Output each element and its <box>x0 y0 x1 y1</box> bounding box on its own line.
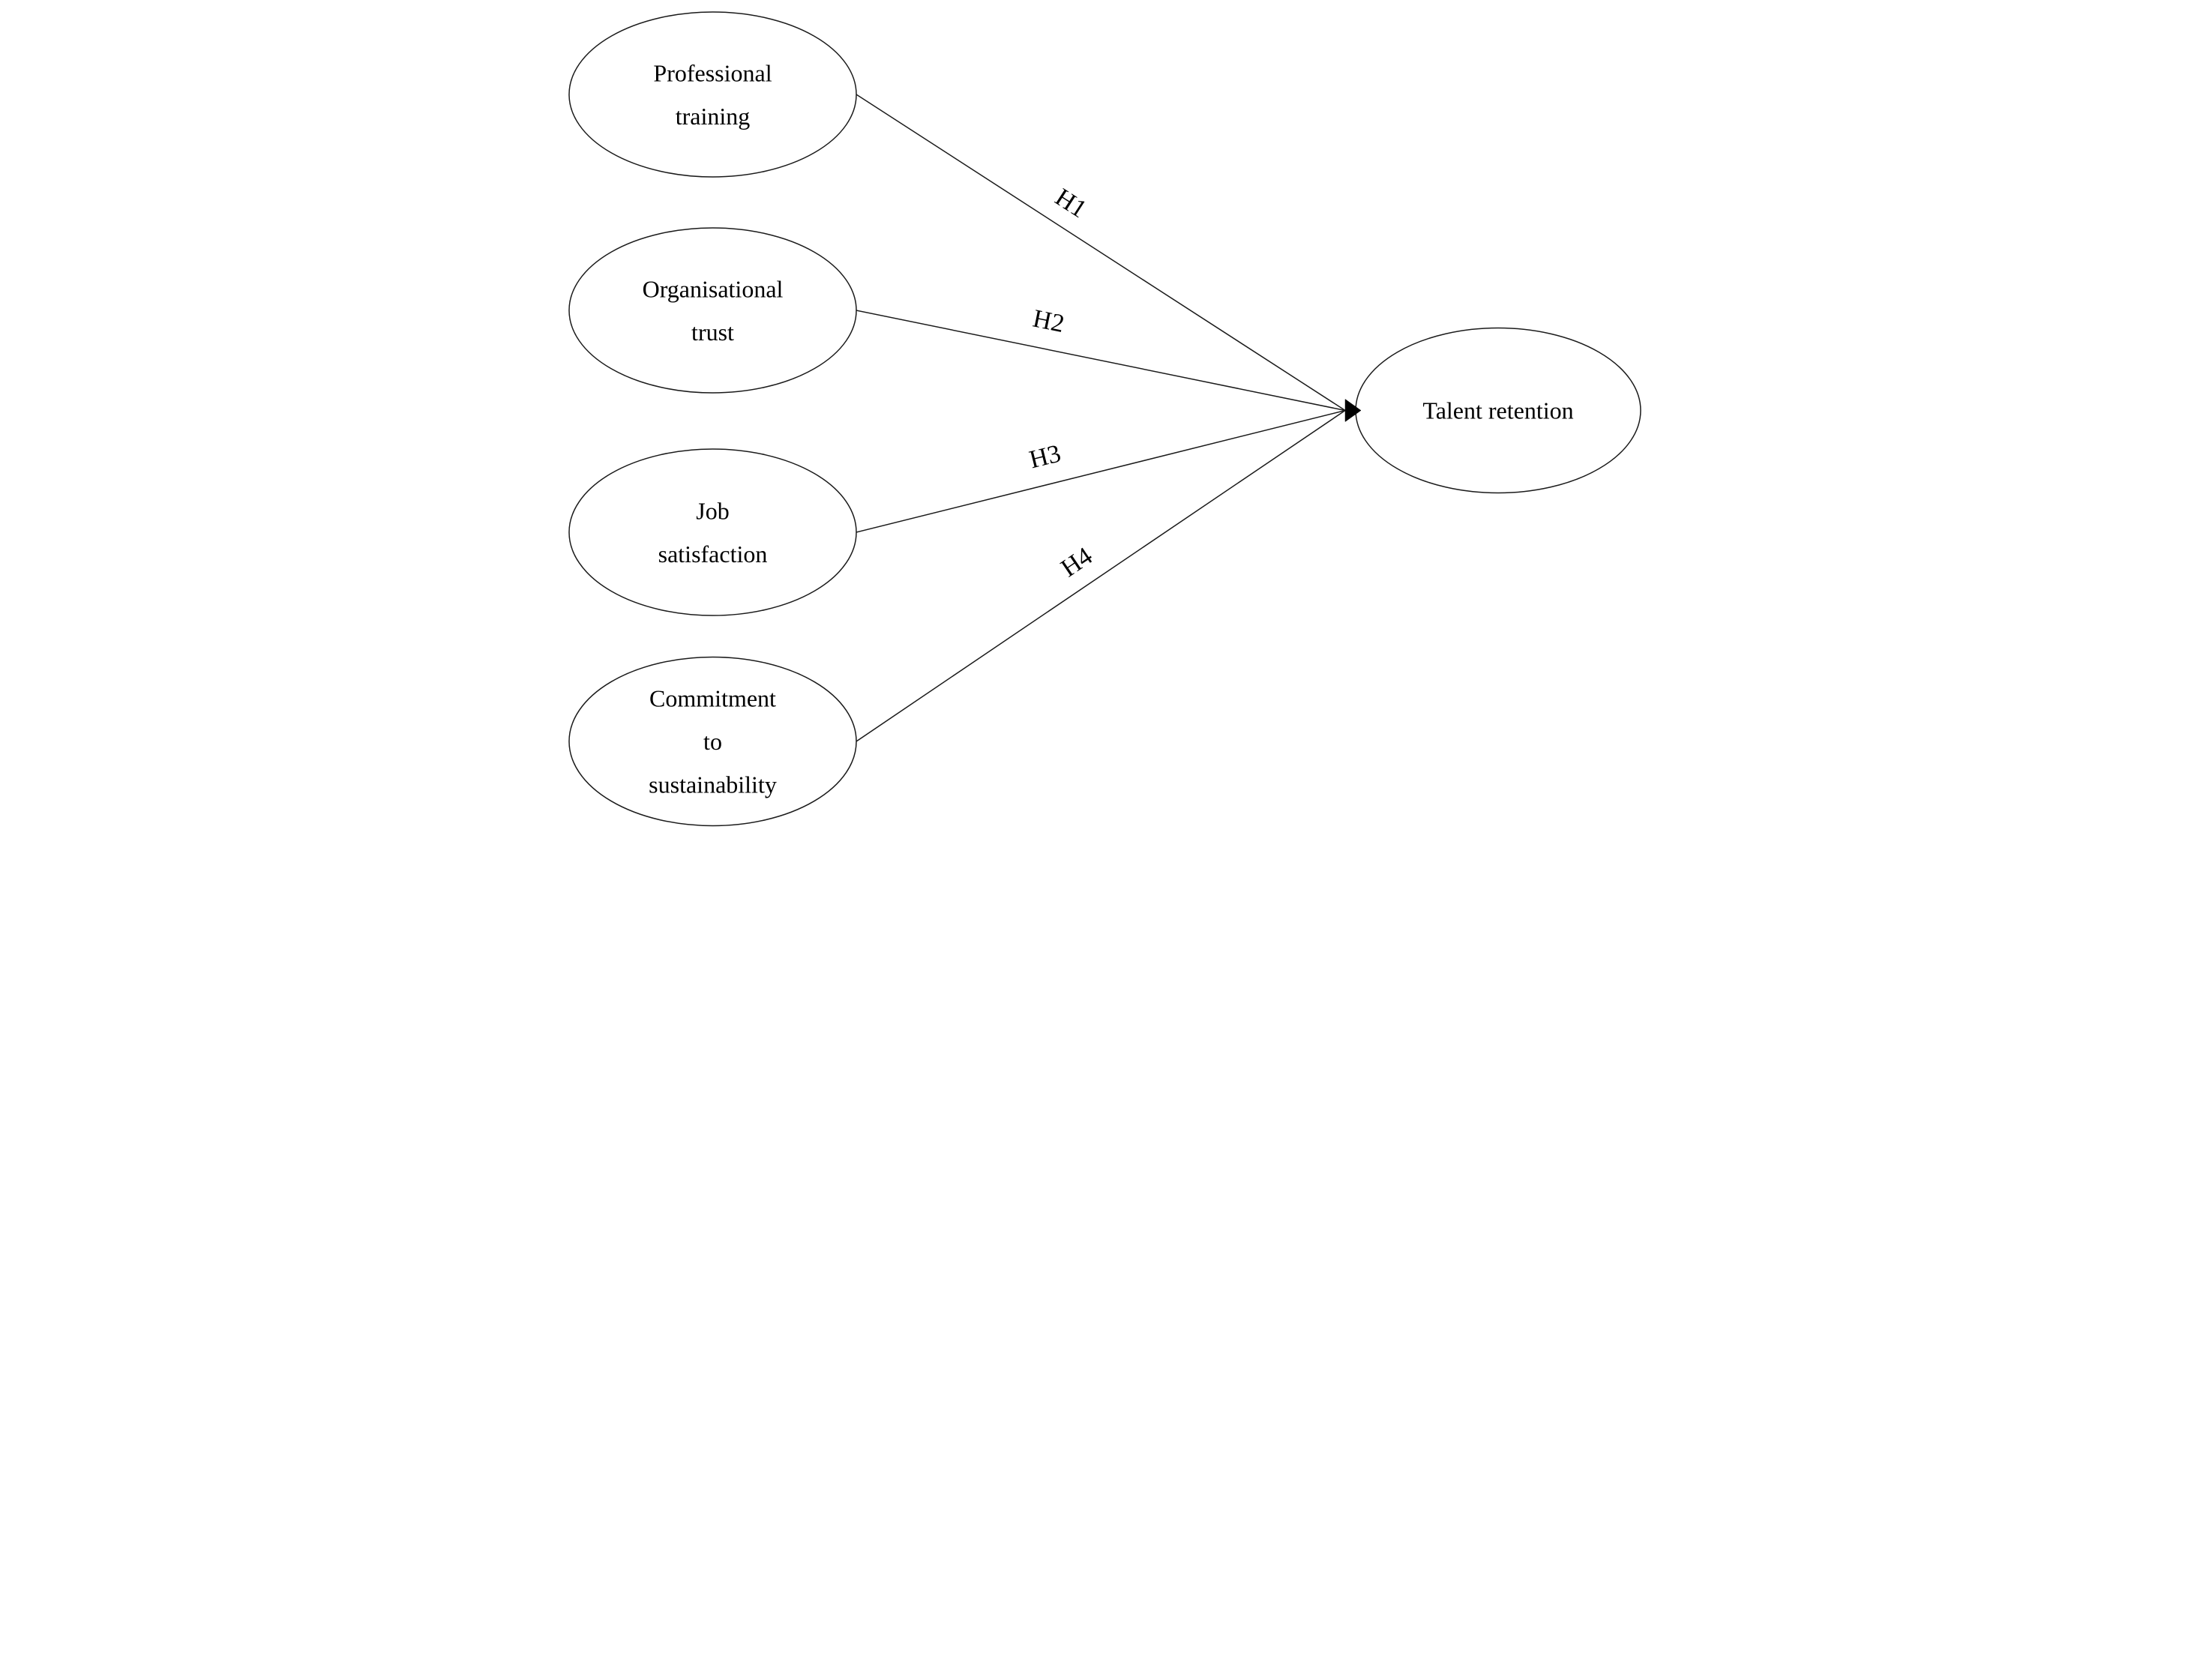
job-satisfaction-label-line: Job <box>696 497 729 524</box>
edge-label-h3: H3 <box>1027 439 1063 474</box>
professional-training-ellipse <box>568 11 857 178</box>
arrow-head-icon <box>1344 399 1361 422</box>
edge-label-h1: H1 <box>1050 184 1091 224</box>
commitment-to-sustainability-label-line: Commitment <box>649 685 776 712</box>
talent-retention-label-line: Talent retention <box>1422 397 1573 424</box>
job-satisfaction-label: Job satisfaction <box>658 497 767 567</box>
edge-h4-line <box>856 409 1345 742</box>
talent-retention-label: Talent retention <box>1422 397 1573 424</box>
commitment-to-sustainability-label: Commitment to sustainability <box>649 685 777 798</box>
professional-training-label: Professional training <box>653 59 772 130</box>
node-talent-retention: Talent retention <box>1354 327 1641 494</box>
job-satisfaction-ellipse <box>568 448 857 616</box>
commitment-to-sustainability-label-line: to <box>703 728 722 755</box>
edge-h2-line <box>856 310 1345 412</box>
organisational-trust-label-line: trust <box>691 319 734 346</box>
commitment-to-sustainability-label-line: sustainability <box>649 771 777 798</box>
professional-training-label-line: Professional <box>653 59 772 86</box>
organisational-trust-label: Organisational trust <box>642 275 783 346</box>
edge-label-h2: H2 <box>1030 304 1066 338</box>
node-job-satisfaction: Job satisfaction <box>568 448 857 616</box>
node-professional-training: Professional training <box>568 11 857 178</box>
node-organisational-trust: Organisational trust <box>568 227 857 394</box>
job-satisfaction-label-line: satisfaction <box>658 541 767 567</box>
edge-h1-line <box>856 94 1345 412</box>
node-commitment-to-sustainability: Commitment to sustainability <box>568 656 857 827</box>
organisational-trust-label-line: Organisational <box>642 275 783 302</box>
professional-training-label-line: training <box>675 103 750 130</box>
edge-h3-line <box>856 409 1345 533</box>
organisational-trust-ellipse <box>568 227 857 394</box>
edge-label-h4: H4 <box>1056 542 1097 582</box>
commitment-to-sustainability-ellipse <box>568 656 857 827</box>
